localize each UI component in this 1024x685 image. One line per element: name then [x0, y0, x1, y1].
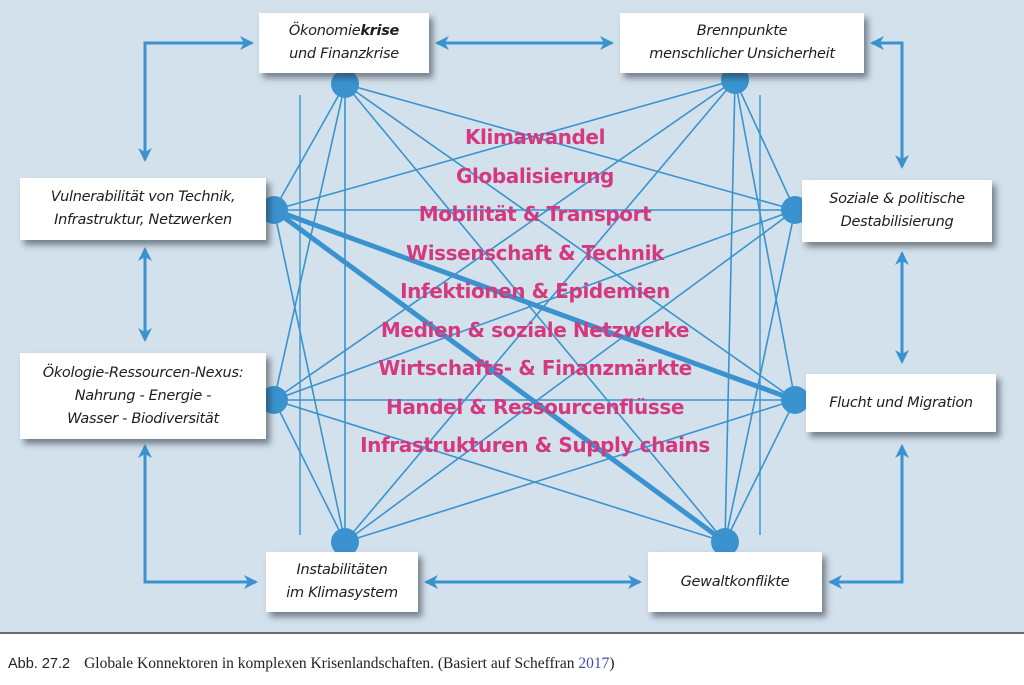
edge-brennpunkte-vulnerabilitaet — [273, 79, 736, 211]
connector-klimawandel: Klimawandel — [464, 125, 606, 149]
edge-oekonomiekrise-oekologie-nexus — [273, 83, 346, 401]
edge-brennpunkte-oekologie-nexus — [273, 79, 736, 401]
node-dots-layer — [260, 66, 809, 556]
node-brennpunkte: Brennpunkte menschlicher Unsicherheit — [620, 13, 864, 73]
node-vulnerabilitaet: Vulnerabilität von Technik, Infrastruktu… — [20, 178, 266, 240]
node-soziale-line1: Soziale & politische — [829, 191, 965, 207]
caption-citation-link[interactable]: 2017 — [578, 655, 610, 672]
edge-flucht-migration-instabilitaeten-klima — [344, 399, 796, 543]
node-dot-oekonomiekrise — [331, 70, 359, 98]
edge-oekonomiekrise-vulnerabilitaet — [273, 83, 346, 211]
caption-close: ) — [609, 655, 615, 672]
panel-divider — [0, 632, 1024, 634]
edge-brennpunkte-instabilitaeten-klima — [344, 79, 736, 543]
edge-oekologie-nexus-instabilitaeten-klima — [273, 399, 346, 543]
edge-oekonomiekrise-soziale-destabilisierung — [344, 83, 796, 211]
node-flucht-line1: Flucht und Migration — [829, 394, 973, 411]
node-instabilitaeten-klima: Instabilitäten im Klimasystem — [266, 552, 418, 612]
connector-medien: Medien & soziale Netzwerke — [380, 317, 690, 342]
edge-brennpunkte-soziale-destabilisierung — [734, 79, 796, 211]
node-oekologie-line1: Ökologie-Ressourcen-Nexus: — [42, 364, 244, 381]
arrow-gewalt-flucht — [828, 444, 909, 589]
arrow-vulnerabilitaet-oekonomie — [138, 36, 254, 162]
node-oekonomiekrise: Ökonomiekrise und Finanzkrise — [259, 13, 429, 73]
node-oekonomiekrise-line1a: Ökonomie — [288, 23, 361, 39]
edge-oekonomiekrise-flucht-migration — [344, 83, 796, 401]
edge-soziale-destabilisierung-oekologie-nexus — [273, 209, 796, 401]
connector-globalisierung: Globalisierung — [456, 163, 614, 188]
connector-wissenschaft: Wissenschaft & Technik — [406, 240, 664, 265]
arrow-brennpunkte-soziale — [870, 36, 909, 169]
connector-wirtschaft: Wirtschafts- & Finanzmärkte — [378, 356, 692, 380]
node-soziale-destabilisierung: Soziale & politische Destabilisierung — [802, 180, 992, 242]
node-brennpunkte-line2: menschlicher Unsicherheit — [649, 46, 835, 62]
node-oekologie-line2: Nahrung - Energie - — [74, 387, 212, 404]
node-dot-vulnerabilitaet — [260, 196, 288, 224]
node-soziale-line2: Destabilisierung — [840, 214, 954, 230]
node-oekonomiekrise-line1b: krise — [360, 23, 400, 39]
figure-caption: Abb. 27.2 Globale Konnektoren in komplexe… — [8, 655, 615, 673]
edge-soziale-destabilisierung-instabilitaeten-klima — [344, 209, 796, 543]
caption-text: Globale Konnektoren in komplexen Krisenl… — [84, 655, 579, 672]
arrow-oekologie-instabilitaeten — [138, 444, 258, 589]
edge-vulnerabilitaet-gewaltkonflikte — [272, 207, 727, 545]
caption-label: Abb. 27.2 — [8, 656, 71, 672]
edge-vulnerabilitaet-instabilitaeten-klima — [273, 209, 346, 543]
node-dot-flucht-migration — [781, 386, 809, 414]
node-gewalt-line1: Gewaltkonflikte — [680, 573, 790, 590]
node-instabilitaeten-line1: Instabilitäten — [296, 562, 388, 578]
node-gewaltkonflikte: Gewaltkonflikte — [648, 552, 822, 612]
node-oekologie-nexus: Ökologie-Ressourcen-Nexus: Nahrung - Ene… — [20, 353, 266, 439]
node-vulnerabilitaet-line1: Vulnerabilität von Technik, — [50, 189, 236, 205]
network-diagram — [138, 36, 909, 589]
node-oekologie-line3: Wasser - Biodiversität — [67, 410, 219, 427]
connector-mobilitaet: Mobilität & Transport — [418, 202, 652, 226]
connector-infrastrukturen: Infrastrukturen & Supply chains — [360, 433, 710, 457]
node-instabilitaeten-line2: im Klimasystem — [286, 585, 398, 601]
edges-layer — [272, 79, 796, 545]
node-dot-brennpunkte — [721, 66, 749, 94]
node-flucht-migration: Flucht und Migration — [806, 374, 996, 432]
edge-brennpunkte-flucht-migration — [734, 79, 796, 401]
connector-handel: Handel & Ressourcenflüsse — [385, 394, 685, 419]
node-vulnerabilitaet-line2: Infrastruktur, Netzwerken — [54, 212, 232, 228]
node-brennpunkte-line1: Brennpunkte — [696, 23, 788, 39]
connector-infektionen: Infektionen & Epidemien — [400, 279, 670, 303]
node-dot-oekologie-nexus — [260, 386, 288, 414]
edge-oekonomiekrise-gewaltkonflikte — [344, 83, 726, 543]
node-dot-instabilitaeten-klima — [331, 528, 359, 556]
node-dot-gewaltkonflikte — [711, 528, 739, 556]
global-connectors-list: Klimawandel Globalisierung Mobilität & T… — [0, 118, 1024, 465]
node-oekonomiekrise-line2: und Finanzkrise — [289, 46, 399, 62]
outer-arrows-layer — [138, 36, 909, 589]
edge-brennpunkte-gewaltkonflikte — [724, 79, 736, 543]
edge-oekologie-nexus-gewaltkonflikte — [273, 399, 726, 543]
